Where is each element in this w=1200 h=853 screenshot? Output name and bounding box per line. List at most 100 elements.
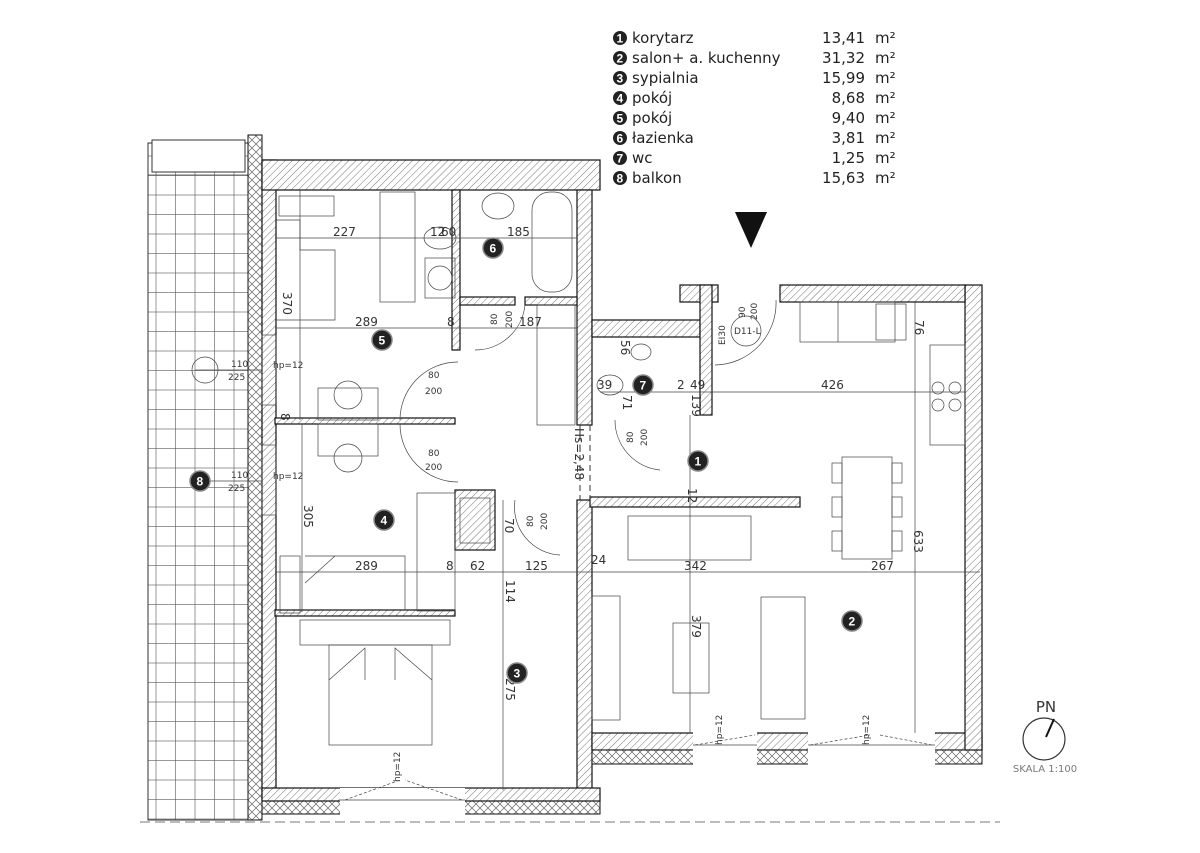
svg-text:60: 60	[441, 225, 456, 239]
room-marker-1: 1	[687, 450, 709, 472]
svg-text:185: 185	[507, 225, 530, 239]
svg-text:m²: m²	[875, 169, 896, 187]
svg-text:hp=12: hp=12	[715, 715, 725, 745]
svg-text:8: 8	[197, 475, 204, 489]
svg-text:3: 3	[617, 72, 624, 86]
svg-text:korytarz: korytarz	[632, 29, 694, 47]
svg-text:71: 71	[620, 395, 634, 410]
legend-item: 8 balkon 15,63 m²	[613, 169, 896, 187]
svg-text:289: 289	[355, 315, 378, 329]
svg-text:4: 4	[617, 92, 624, 106]
svg-text:8,68: 8,68	[832, 89, 865, 107]
svg-text:balkon: balkon	[632, 169, 682, 187]
svg-text:49: 49	[690, 378, 705, 392]
svg-text:56: 56	[618, 340, 632, 355]
svg-text:426: 426	[821, 378, 844, 392]
svg-text:2: 2	[849, 615, 856, 629]
svg-text:139: 139	[689, 394, 703, 417]
legend-item: 2 salon+ a. kuchenny 31,32 m²	[613, 49, 896, 67]
svg-text:EI30: EI30	[718, 325, 728, 345]
room-marker-6: 6	[482, 237, 504, 259]
room-markers: 1 2 3 4 5 6 7 8	[189, 237, 863, 684]
svg-text:sypialnia: sypialnia	[632, 69, 699, 87]
svg-text:200: 200	[505, 311, 515, 328]
entrance-arrow-icon	[735, 212, 767, 248]
svg-text:289: 289	[355, 559, 378, 573]
svg-text:200: 200	[425, 387, 442, 397]
svg-text:pokój: pokój	[632, 89, 672, 107]
svg-text:80: 80	[490, 313, 500, 325]
svg-text:5: 5	[617, 112, 624, 126]
svg-text:342: 342	[684, 559, 707, 573]
svg-text:7: 7	[617, 152, 624, 166]
svg-text:90: 90	[738, 306, 748, 318]
svg-text:275: 275	[503, 678, 517, 701]
svg-text:200: 200	[640, 429, 650, 446]
north-compass: PN SKALA 1:100	[1013, 698, 1077, 775]
svg-text:6: 6	[490, 242, 497, 256]
room-marker-3: 3	[506, 662, 528, 684]
legend-item: 7 wc 1,25 m²	[613, 149, 896, 167]
svg-text:13,41: 13,41	[822, 29, 865, 47]
svg-text:8: 8	[617, 172, 624, 186]
svg-text:D11-L: D11-L	[734, 327, 761, 337]
svg-text:6: 6	[617, 132, 624, 146]
north-needle-icon	[1045, 718, 1055, 738]
svg-text:1: 1	[617, 32, 624, 46]
svg-text:9,40: 9,40	[832, 109, 865, 127]
svg-text:200: 200	[750, 303, 760, 320]
svg-text:39: 39	[597, 378, 612, 392]
svg-text:1,25: 1,25	[832, 149, 865, 167]
svg-text:225: 225	[228, 373, 245, 383]
svg-text:m²: m²	[875, 129, 896, 147]
svg-text:31,32: 31,32	[822, 49, 865, 67]
svg-text:m²: m²	[875, 29, 896, 47]
svg-text:12: 12	[685, 488, 699, 503]
svg-text:379: 379	[689, 615, 703, 638]
svg-text:8: 8	[447, 315, 455, 329]
svg-text:62: 62	[470, 559, 485, 573]
svg-text:80: 80	[626, 431, 636, 443]
svg-text:187: 187	[519, 315, 542, 329]
svg-text:1: 1	[695, 455, 702, 469]
svg-text:200: 200	[425, 463, 442, 473]
svg-text:114: 114	[503, 580, 517, 603]
svg-text:12: 12	[430, 225, 445, 239]
svg-text:hp=12: hp=12	[273, 361, 303, 371]
svg-text:SKALA 1:100: SKALA 1:100	[1013, 764, 1077, 775]
svg-text:8: 8	[446, 559, 454, 573]
svg-text:110: 110	[231, 471, 248, 481]
room-marker-7: 7	[632, 374, 654, 396]
svg-text:225: 225	[228, 484, 245, 494]
svg-text:76: 76	[912, 320, 926, 335]
svg-text:m²: m²	[875, 149, 896, 167]
furniture	[275, 191, 966, 746]
svg-text:80: 80	[428, 371, 440, 381]
svg-text:m²: m²	[875, 49, 896, 67]
svg-text:8: 8	[278, 413, 292, 421]
svg-text:m²: m²	[875, 109, 896, 127]
svg-text:hp=12: hp=12	[393, 752, 403, 782]
svg-text:80: 80	[428, 449, 440, 459]
legend-item: 4 pokój 8,68 m²	[613, 89, 896, 107]
svg-text:2: 2	[617, 52, 624, 66]
svg-text:70: 70	[502, 518, 516, 533]
svg-text:15,63: 15,63	[822, 169, 865, 187]
svg-text:m²: m²	[875, 69, 896, 87]
svg-text:80: 80	[526, 515, 536, 527]
svg-text:m²: m²	[875, 89, 896, 107]
svg-text:hp=12: hp=12	[273, 472, 303, 482]
svg-text:7: 7	[640, 379, 647, 393]
room-marker-4: 4	[373, 509, 395, 531]
room-marker-8: 8	[189, 470, 211, 492]
svg-text:salon+ a. kuchenny: salon+ a. kuchenny	[632, 49, 781, 67]
svg-text:24: 24	[591, 553, 606, 567]
svg-text:wc: wc	[632, 149, 653, 167]
svg-text:4: 4	[381, 514, 388, 528]
